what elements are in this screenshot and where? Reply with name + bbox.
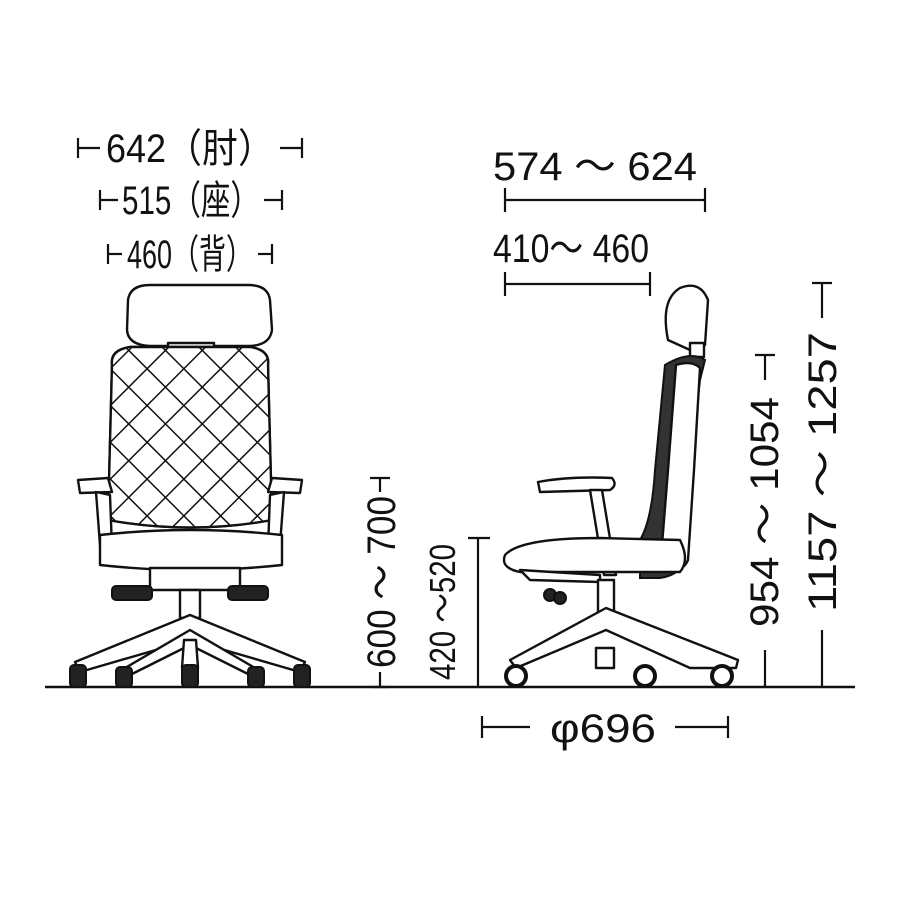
seat-height-label: 420 ～520 [422,544,463,680]
back-width-label: 460（背） [127,233,253,277]
dim-headrest-height: 1157 ～ 1257 [801,281,845,687]
dim-arm-width: 642（肘） [76,127,304,171]
back-height-label: 954 ～ 1054 [743,397,787,627]
caster-wheels [69,664,311,688]
side-caster-wheels [504,664,734,688]
dim-seat-height: 420 ～520 [422,536,490,687]
dim-arm-height: 600 ～ 700 [360,476,404,689]
seat-depth-label: 410～ 460 [493,227,649,271]
front-view-chair [69,283,311,688]
dim-base-diameter: φ696 [480,707,730,751]
arm-width-label: 642（肘） [106,127,274,171]
side-view-chair [502,284,740,688]
overall-depth-label: 574 ～ 624 [493,145,697,189]
dim-seat-width: 515（座） [98,179,284,223]
dim-seat-depth: 410～ 460 [493,227,652,296]
dim-overall-depth: 574 ～ 624 [493,145,707,212]
arm-height-label: 600 ～ 700 [360,496,404,668]
seat-width-label: 515（座） [122,179,260,223]
dim-back-width: 460（背） [106,233,274,277]
headrest-height-label: 1157 ～ 1257 [801,332,845,612]
dim-back-height: 954 ～ 1054 [743,353,787,687]
base-diameter-label: φ696 [550,707,656,751]
